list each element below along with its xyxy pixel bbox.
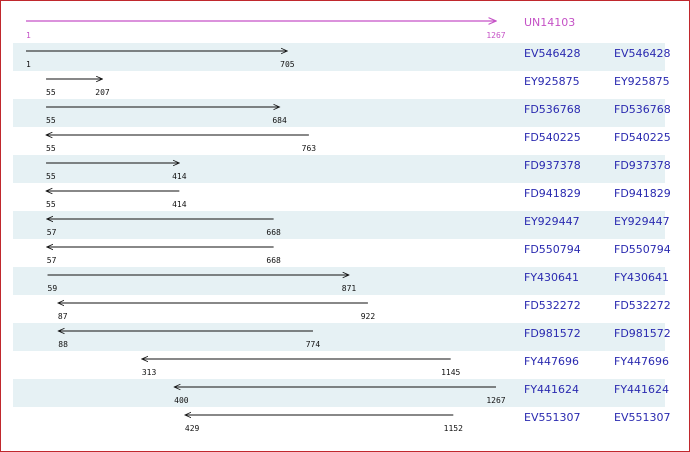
reference-accession-link[interactable]: UN14103	[524, 16, 575, 29]
alignment-row: 57 668 FD550794 FD550794	[47, 243, 671, 265]
accession-link[interactable]: FD532272	[524, 299, 581, 312]
accession-link-secondary[interactable]: FD532272	[614, 299, 671, 312]
row-band	[13, 99, 665, 127]
alignment-row: 55 414 FD937378 FD937378	[46, 159, 671, 181]
alignment-row: 87 922 FD532272 FD532272	[58, 299, 671, 321]
alignment-end-label: 207	[95, 88, 110, 97]
alignment-end-label: 668	[266, 228, 281, 237]
accession-link[interactable]: EV551307	[524, 411, 580, 424]
alignment-end-label: 774	[306, 340, 321, 349]
alignment-row: 55 763 FD540225 FD540225	[46, 131, 671, 153]
alignment-row: 55 207 EY925875 EY925875	[46, 75, 670, 97]
accession-link[interactable]: FY441624	[524, 383, 579, 396]
alignment-start-label: 57	[47, 256, 57, 265]
accession-link-secondary[interactable]: FD981572	[614, 327, 671, 340]
alignment-start-label: 88	[58, 340, 68, 349]
accession-link-secondary[interactable]: FY447696	[614, 355, 669, 368]
alignment-start-label: 55	[46, 144, 56, 153]
accession-link[interactable]: FD536768	[524, 103, 581, 116]
alignment-row: 55 414 FD941829 FD941829	[46, 187, 671, 209]
alignment-end-label: 763	[302, 144, 317, 153]
reference-end-label: 1267	[486, 31, 505, 40]
alignment-start-label: 87	[58, 312, 68, 321]
alignment-row: 59 871 FY430641 FY430641	[47, 271, 669, 293]
accession-link-secondary[interactable]: EV546428	[614, 47, 670, 60]
accession-link[interactable]: EY925875	[524, 75, 580, 88]
row-band	[13, 211, 665, 239]
accession-link-secondary[interactable]: EY929447	[614, 215, 670, 228]
accession-link-secondary[interactable]: FD937378	[614, 159, 671, 172]
reference-start-label: 1	[26, 31, 31, 40]
accession-link-secondary[interactable]: FD550794	[614, 243, 671, 256]
alignment-start-label: 55	[46, 88, 56, 97]
alignment-start-label: 55	[46, 172, 56, 181]
alignment-row: 57 668 EY929447 EY929447	[47, 215, 670, 237]
alignment-end-label: 705	[280, 60, 295, 69]
alignment-end-label: 684	[272, 116, 287, 125]
accession-link-secondary[interactable]: FD536768	[614, 103, 671, 116]
alignment-start-label: 59	[48, 284, 58, 293]
row-band	[13, 379, 665, 407]
alignment-start-label: 55	[46, 200, 56, 209]
alignment-end-label: 414	[172, 172, 187, 181]
accession-link-secondary[interactable]: FY441624	[614, 383, 669, 396]
accession-link[interactable]: EY929447	[524, 215, 580, 228]
alignment-start-label: 400	[174, 396, 189, 405]
alignment-start-label: 1	[26, 60, 31, 69]
accession-link[interactable]: FD550794	[524, 243, 581, 256]
accession-link[interactable]: FY430641	[524, 271, 579, 284]
alignment-end-label: 1267	[486, 396, 505, 405]
row-band	[13, 267, 665, 295]
accession-link[interactable]: FD540225	[524, 131, 581, 144]
row-band	[13, 155, 665, 183]
row-band	[13, 43, 665, 71]
alignment-start-label: 429	[185, 424, 200, 433]
alignment-end-label: 1145	[441, 368, 460, 377]
alignment-end-label: 1152	[444, 424, 463, 433]
accession-link-secondary[interactable]: FD941829	[614, 187, 671, 200]
row-band	[13, 323, 665, 351]
alignment-end-label: 871	[342, 284, 357, 293]
accession-link[interactable]: FD981572	[524, 327, 581, 340]
accession-link-secondary[interactable]: EY925875	[614, 75, 670, 88]
alignment-row: 88 774 FD981572 FD981572	[58, 327, 671, 349]
accession-link[interactable]: FY447696	[524, 355, 579, 368]
alignment-row: 429 1152 EV551307 EV551307	[185, 411, 670, 433]
alignment-row: 313 1145 FY447696 FY447696	[142, 355, 669, 377]
alignment-end-label: 922	[361, 312, 376, 321]
alignment-row: 400 1267 FY441624 FY441624	[174, 383, 669, 405]
alignment-start-label: 55	[46, 116, 56, 125]
accession-link-secondary[interactable]: FY430641	[614, 271, 669, 284]
alignment-row: 55 684 FD536768 FD536768	[46, 103, 671, 125]
accession-link-secondary[interactable]: EV551307	[614, 411, 670, 424]
reference-track: 1 1267 UN14103	[26, 16, 575, 40]
accession-link[interactable]: FD937378	[524, 159, 581, 172]
alignment-end-label: 414	[172, 200, 187, 209]
accession-link[interactable]: EV546428	[524, 47, 580, 60]
alignment-end-label: 668	[266, 256, 281, 265]
accession-link[interactable]: FD941829	[524, 187, 581, 200]
accession-link-secondary[interactable]: FD540225	[614, 131, 671, 144]
alignment-row: 1 705 EV546428 EV546428	[26, 47, 670, 69]
alignment-start-label: 57	[47, 228, 57, 237]
alignment-start-label: 313	[142, 368, 157, 377]
